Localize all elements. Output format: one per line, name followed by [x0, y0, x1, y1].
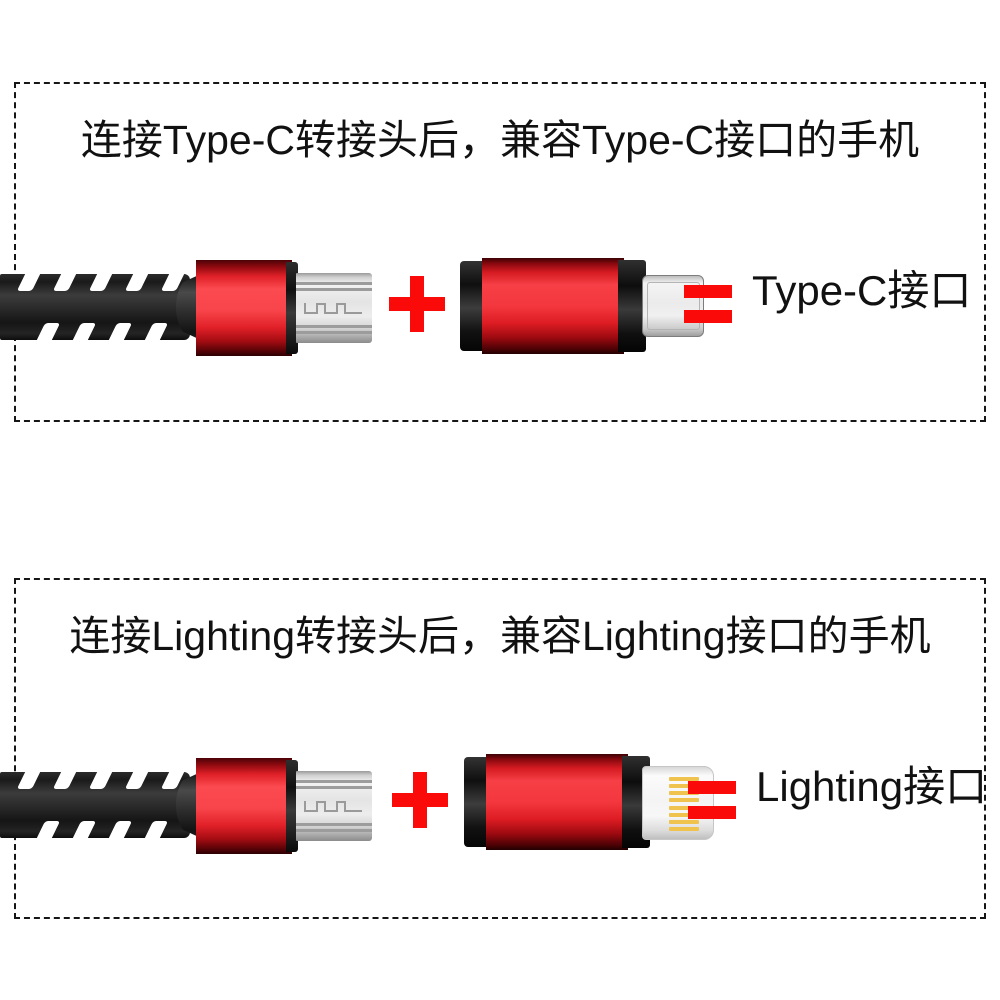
plus-icon — [389, 276, 445, 332]
panel-heading-type-c: 连接Type-C转接头后，兼容Type-C接口的手机 — [80, 117, 920, 163]
adapter-usb-socket — [460, 261, 486, 351]
micro-usb-cable-image — [0, 248, 372, 368]
micro-usb-tip — [296, 273, 372, 343]
lightning-adapter-image — [464, 744, 714, 860]
equals-icon — [684, 285, 732, 323]
lightning-contact-pads — [669, 777, 699, 831]
equation-row-type-c: Type-C接口 — [0, 234, 984, 384]
panel-lightning: 连接Lighting转接头后，兼容Lighting接口的手机 — [0, 578, 988, 919]
braided-sleeve — [0, 772, 190, 838]
micro-usb-tip — [296, 771, 372, 841]
cable-red-housing — [196, 758, 292, 854]
panel-heading-lightning: 连接Lighting转接头后，兼容Lighting接口的手机 — [69, 613, 931, 659]
adapter-red-body — [482, 258, 624, 354]
result-label-lightning: Lighting接口 — [756, 763, 988, 810]
cable-housing-cap — [286, 262, 298, 354]
cable-red-housing — [196, 260, 292, 356]
lightning-plug — [642, 766, 714, 840]
adapter-usb-socket — [464, 757, 490, 847]
equals-icon — [688, 781, 736, 819]
equation-row-lightning: Lighting接口 — [0, 730, 988, 880]
adapter-collar — [618, 260, 646, 352]
plus-icon — [392, 772, 448, 828]
micro-usb-contacts — [304, 801, 362, 812]
braided-sleeve — [0, 274, 190, 340]
result-label-type-c: Type-C接口 — [752, 267, 972, 314]
adapter-red-body — [486, 754, 628, 850]
micro-usb-cable-image — [0, 746, 372, 866]
cable-housing-cap — [286, 760, 298, 852]
type-c-adapter-image — [460, 248, 704, 364]
panel-type-c: 连接Type-C转接头后，兼容Type-C接口的手机 — [0, 82, 986, 422]
micro-usb-contacts — [304, 303, 362, 314]
